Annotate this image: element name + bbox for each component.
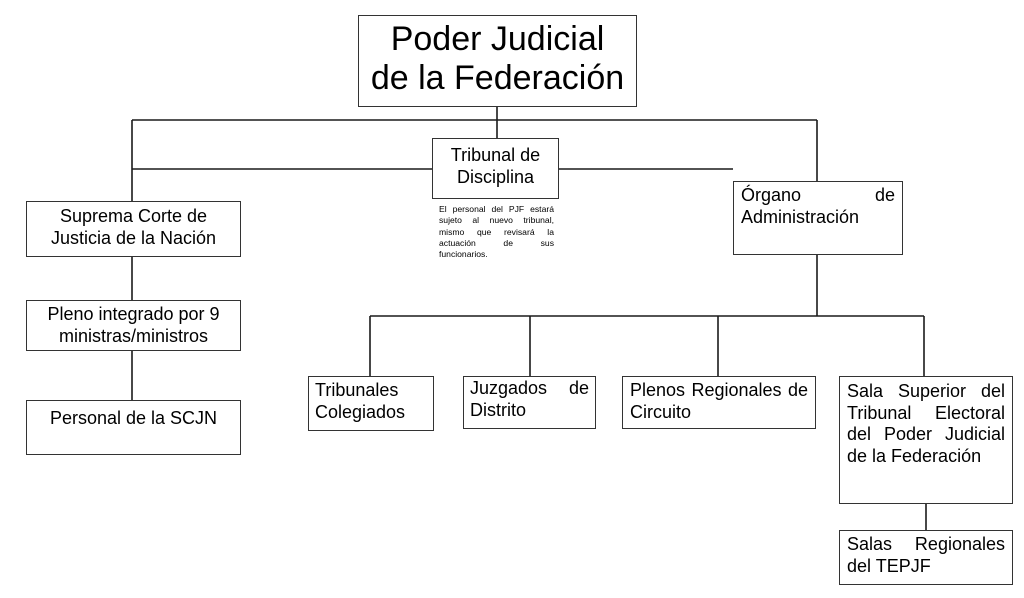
tribunal-note: El personal del PJF estará sujeto al nue… [439, 204, 554, 260]
root-line-1: Poder Judicial [390, 20, 605, 58]
node-sala-superior: Sala Superior del Tribunal Electoral del… [839, 376, 1013, 504]
tribunal-line-2: Disciplina [456, 166, 535, 187]
node-juzgados-distrito: Juzgados de Distrito [463, 376, 596, 429]
node-plenos-regionales: Plenos Regionales de Circuito [622, 376, 816, 429]
suprema-line-2: Justicia de la Nación [50, 227, 217, 248]
pleno-line-2: ministras/ministros [58, 325, 209, 346]
root-line-2: de la Federación [370, 59, 625, 98]
tribunal-line-1: Tribunal de [450, 145, 541, 165]
root-node-poder-judicial: Poder Judicial de la Federación [358, 15, 637, 107]
organo-line-2: Administración [741, 206, 860, 227]
node-salas-regionales: Salas Regionales del TEPJF [839, 530, 1013, 585]
node-suprema-corte: Suprema Corte de Justicia de la Nación [26, 201, 241, 257]
node-tribunales-colegiados: Tribunales Colegiados [308, 376, 434, 431]
node-pleno: Pleno integrado por 9 ministras/ministro… [26, 300, 241, 351]
node-organo-administracion: Órgano de Administración [733, 181, 903, 255]
node-tribunal-disciplina: Tribunal de Disciplina [432, 138, 559, 199]
organo-line-1: Órgano de [741, 185, 895, 205]
suprema-line-1: Suprema Corte de [59, 206, 208, 226]
node-personal-scjn: Personal de la SCJN [26, 400, 241, 455]
pleno-line-1: Pleno integrado por 9 [47, 304, 220, 324]
